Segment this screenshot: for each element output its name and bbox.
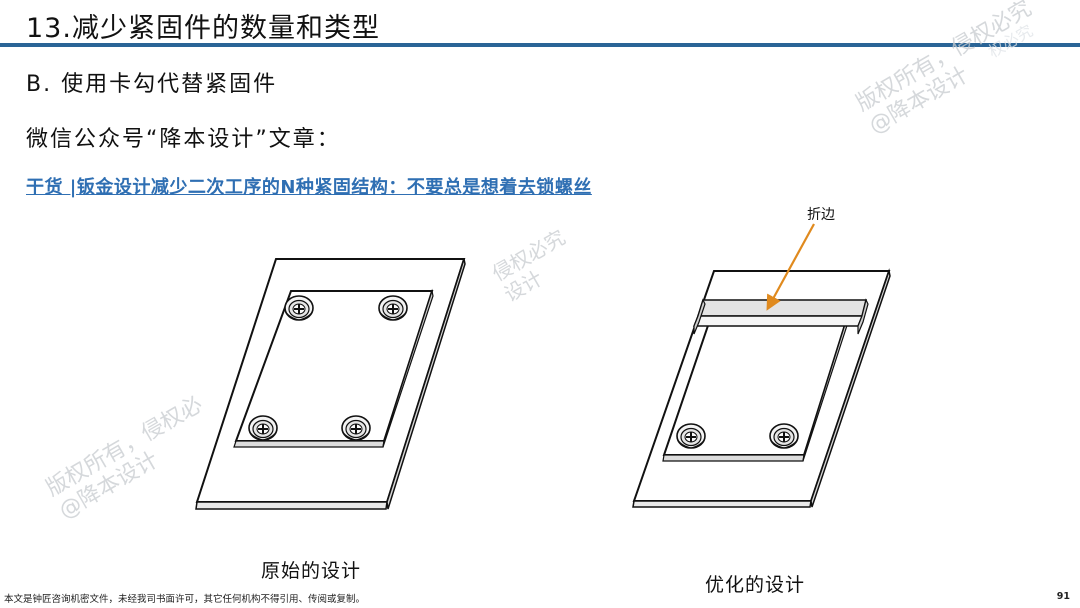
fold-arrow — [766, 223, 815, 311]
source-line: 微信公众号“降本设计”文章： — [26, 127, 341, 152]
screw-icon — [284, 295, 314, 321]
screw-icon — [341, 415, 371, 441]
caption-original-design: 原始的设计 — [261, 560, 362, 582]
fold-label: 折边 — [807, 207, 835, 223]
slide-title: 13.减少紧固件的数量和类型 — [26, 13, 380, 44]
optimized-design-drawing — [632, 223, 891, 508]
screw-icon — [378, 295, 408, 321]
title-rule — [0, 43, 1080, 47]
screw-icon — [769, 423, 799, 449]
confidentiality-note: 本文是钟匠咨询机密文件，未经我司书面许可，其它任何机构不得引用、传阅或复制。 — [4, 594, 366, 605]
section-subtitle: B. 使用卡勾代替紧固件 — [26, 72, 278, 97]
original-design-drawing — [195, 258, 466, 510]
page-number: 91 — [1056, 591, 1070, 602]
screw-icon — [676, 423, 706, 449]
screw-icon — [248, 415, 278, 441]
caption-optimized-design: 优化的设计 — [705, 574, 806, 596]
article-link[interactable]: 干货 |钣金设计减少二次工序的N种紧固结构：不要总是想着去锁螺丝 — [26, 177, 592, 198]
